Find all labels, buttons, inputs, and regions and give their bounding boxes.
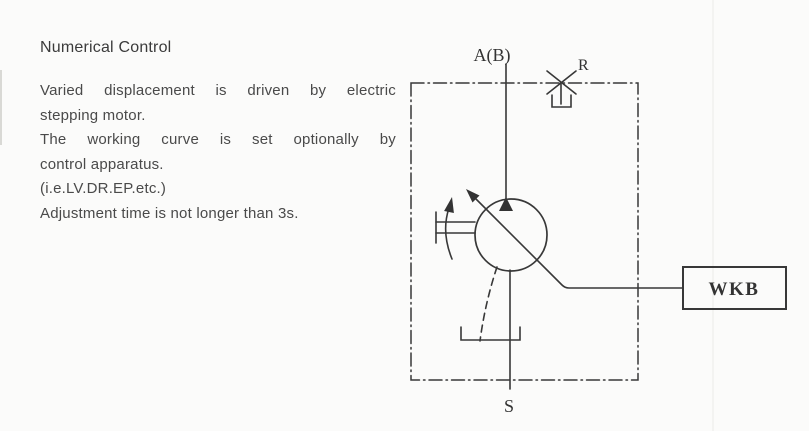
pump-circle [474, 198, 548, 272]
drain-plug-symbol [546, 70, 577, 108]
displacement-arrow [466, 189, 684, 289]
feedback-dashed-line [479, 266, 498, 342]
stroke-bracket [460, 326, 521, 341]
body-line: control apparatus. [40, 155, 164, 173]
panel-body: Varied displacement is driven by electri… [40, 79, 396, 226]
description-panel: Numerical Control Varied displacement is… [40, 39, 396, 222]
port-s-label: S [504, 396, 514, 416]
port-r-label: R [578, 57, 589, 74]
left-edge-rule [0, 70, 2, 145]
body-line: (i.e.LV.DR.EP.etc.) [40, 180, 167, 197]
panel-heading: Numerical Control [40, 39, 172, 56]
flow-direction-triangle [499, 197, 513, 211]
wkb-box [682, 266, 787, 310]
body-line: Adjustment time is not longer than 3s. [40, 204, 299, 222]
rotation-arrow [444, 197, 454, 260]
drive-shaft [435, 211, 476, 244]
body-line: Varied displacement is driven by electri… [40, 82, 396, 99]
enclosure-border [410, 82, 639, 381]
port-a-label: A(B) [474, 45, 511, 66]
body-line: The working curve is set optionally by [40, 131, 396, 148]
scan-artifact-band [712, 0, 714, 431]
wkb-label: WKB [709, 279, 760, 300]
body-line: stepping motor. [40, 106, 146, 124]
